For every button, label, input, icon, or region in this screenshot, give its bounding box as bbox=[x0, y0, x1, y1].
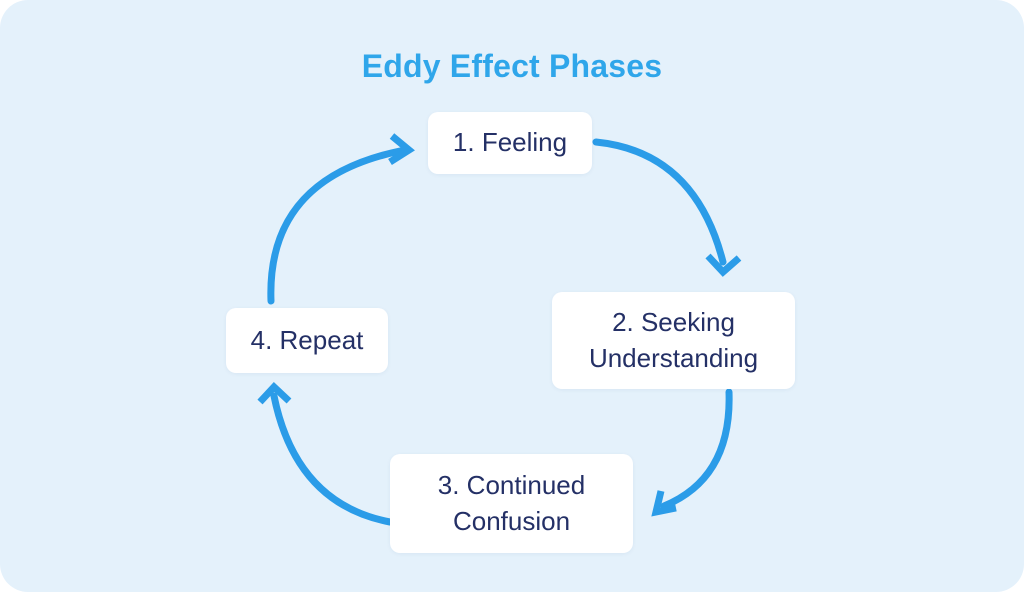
phase-label: 4. Repeat bbox=[250, 324, 364, 355]
phase-box-seeking-understanding: 2. Seeking Understanding bbox=[552, 292, 795, 389]
arrow-3-to-4-icon bbox=[257, 382, 394, 526]
phase-box-repeat: 4. Repeat bbox=[226, 308, 388, 373]
arrow-1-to-2-icon bbox=[592, 138, 742, 277]
arrow-4-to-1-icon bbox=[267, 133, 415, 305]
phase-label: 1. Feeling bbox=[452, 127, 568, 158]
phase-box-feeling: 1. Feeling bbox=[428, 112, 592, 174]
phase-label: 2. Seeking Understanding bbox=[588, 307, 759, 373]
phase-box-continued-confusion: 3. Continued Confusion bbox=[390, 454, 633, 553]
arrow-2-to-3-icon bbox=[651, 388, 733, 517]
phase-label: 3. Continued Confusion bbox=[437, 470, 586, 536]
diagram-title: Eddy Effect Phases bbox=[361, 48, 663, 84]
